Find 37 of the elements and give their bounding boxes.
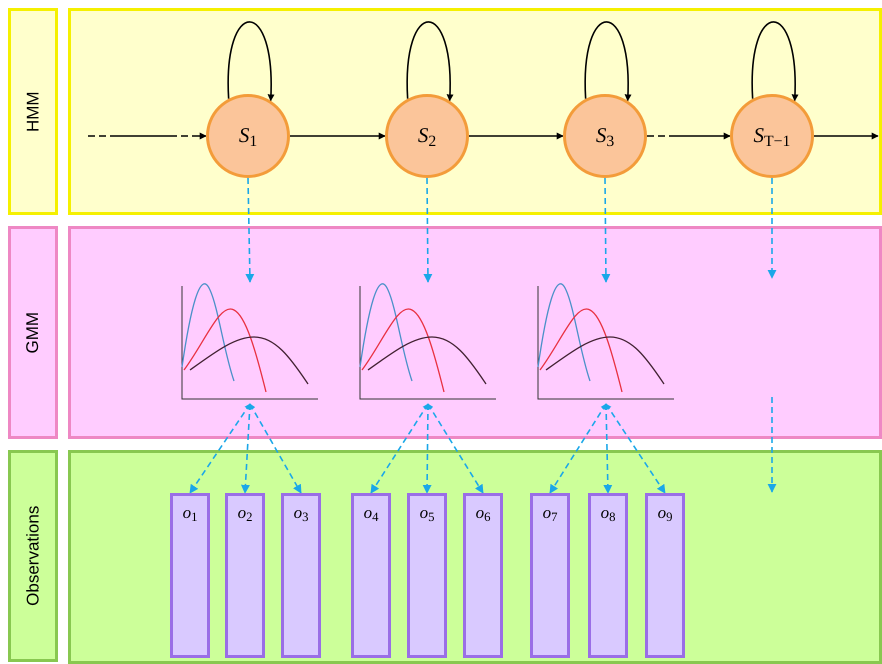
- arrow: [88, 132, 207, 140]
- arrow: [423, 178, 432, 283]
- arrow: [406, 21, 454, 102]
- arrow: [245, 178, 254, 283]
- panel-band: [68, 226, 882, 439]
- arrow: [249, 403, 302, 494]
- observation-box: o$_{9}$: [645, 493, 685, 658]
- panel-band: [68, 8, 882, 215]
- arrow: [752, 21, 798, 102]
- observation-box: o$_{7}$: [530, 493, 570, 658]
- arrow: [427, 404, 484, 494]
- arrow: [228, 21, 274, 102]
- arrow: [647, 132, 731, 140]
- arrow: [584, 21, 632, 102]
- observation-box: o$_{4}$: [351, 493, 391, 658]
- observation-box: o$_{8}$: [588, 493, 628, 658]
- arrow: [422, 403, 432, 494]
- arrow: [469, 132, 564, 140]
- panel-band: [68, 450, 882, 664]
- arrow: [189, 404, 251, 494]
- observation-box: o$_{6}$: [463, 493, 503, 658]
- arrow: [240, 403, 253, 494]
- arrow: [768, 178, 776, 279]
- arrow: [290, 132, 386, 140]
- arrow: [549, 404, 607, 494]
- observation-box: o$_{2}$: [225, 493, 265, 658]
- arrow: [603, 403, 612, 494]
- row-label: GMM: [8, 226, 58, 439]
- row-label: HMM: [8, 8, 58, 215]
- arrow: [814, 132, 879, 140]
- arrow: [370, 404, 429, 494]
- arrow: [605, 404, 666, 494]
- observation-box: o$_{3}$: [281, 493, 321, 658]
- row-label: Observations: [8, 450, 58, 662]
- observation-box: o$_{5}$: [407, 493, 447, 658]
- arrow: [601, 178, 610, 283]
- observation-box: o$_{1}$: [170, 493, 210, 658]
